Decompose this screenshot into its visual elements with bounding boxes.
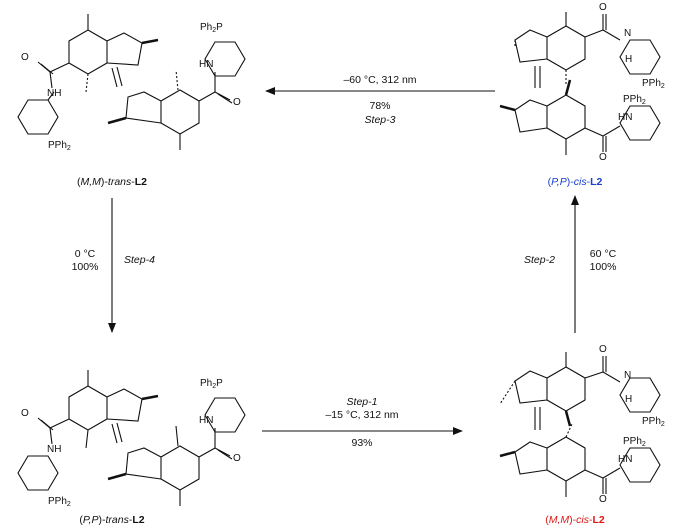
atom-label-n: N (624, 28, 632, 39)
atom-label-o: O (599, 344, 607, 355)
structure-pp-cis (499, 12, 661, 155)
step4-conditions: 0 °C (74, 248, 96, 260)
atom-label-o: O (599, 2, 607, 13)
atom-label-o: O (21, 408, 29, 419)
atom-label-hn: HN (618, 112, 633, 123)
step1-name: Step-1 (346, 396, 378, 408)
atom-label-pph2: PPh2 (642, 416, 665, 428)
atom-label-hn: HN (199, 415, 214, 426)
step2-name: Step-2 (524, 254, 555, 266)
atom-label-ph2p: Ph2P (200, 378, 223, 390)
compound-label-pp-cis: (P,P)-cis-L2 (547, 176, 603, 188)
structure-mm-cis (499, 352, 661, 497)
atom-label-ph2p: Ph2P (200, 22, 223, 34)
step3-name: Step-3 (364, 114, 396, 126)
step3-conditions: –60 °C, 312 nm (343, 74, 417, 86)
step1-conditions: –15 °C, 312 nm (325, 409, 399, 421)
structure-mm-trans (17, 14, 246, 150)
atom-label-hn: HN (199, 59, 214, 70)
atom-label-hn: HN (618, 454, 633, 465)
step4-yield: 100% (71, 261, 99, 273)
step2-conditions: 60 °C (589, 248, 617, 260)
atom-label-h: H (625, 54, 633, 65)
atom-label-o: O (599, 152, 607, 163)
atom-label-pph2: PPh2 (642, 78, 665, 90)
atom-label-h: H (625, 394, 633, 405)
atom-label-o: O (599, 494, 607, 505)
atom-label-pph2: PPh2 (48, 496, 71, 508)
atom-label-pph2: PPh2 (48, 140, 71, 152)
compound-label-pp-trans: (P,P)-trans-L2 (79, 514, 145, 526)
atom-label-nh: NH (47, 88, 62, 99)
step2-yield: 100% (589, 261, 617, 273)
atom-label-pph2: PPh2 (623, 436, 646, 448)
atom-label-pph2: PPh2 (623, 94, 646, 106)
step1-yield: 93% (351, 437, 373, 449)
step3-yield: 78% (369, 100, 391, 112)
atom-label-o: O (233, 97, 241, 108)
structure-pp-trans (17, 370, 246, 506)
atom-label-o: O (21, 52, 29, 63)
atom-label-n: N (624, 370, 632, 381)
compound-label-mm-trans: (M,M)-trans-L2 (76, 176, 148, 188)
atom-label-nh: NH (47, 444, 62, 455)
compound-label-mm-cis: (M,M)-cis-L2 (545, 514, 605, 526)
atom-label-o: O (233, 453, 241, 464)
step4-name: Step-4 (124, 254, 155, 266)
